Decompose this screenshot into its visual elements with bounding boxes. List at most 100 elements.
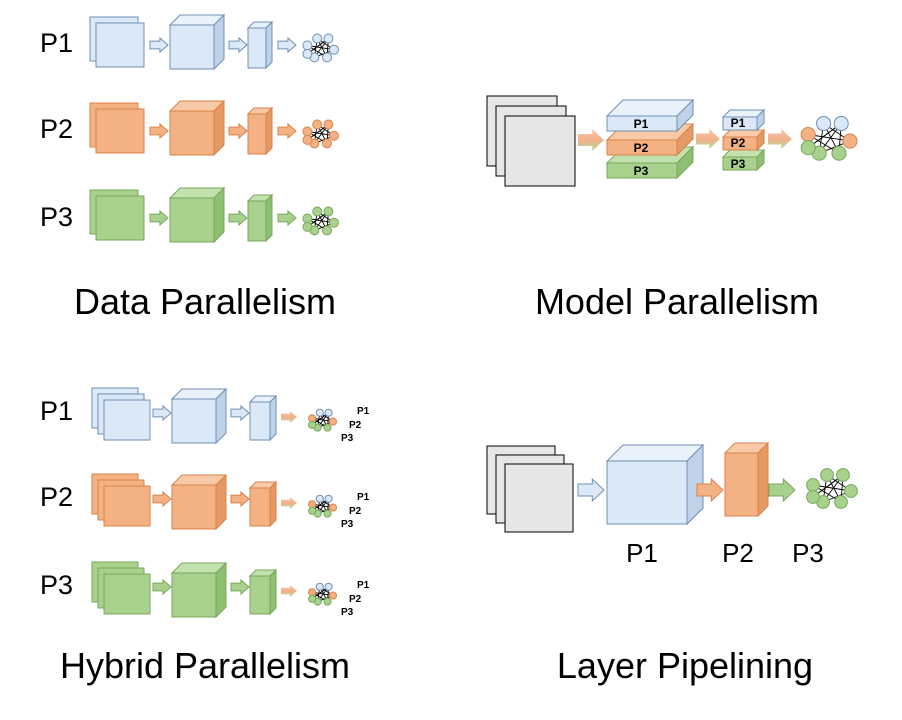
network-node (312, 119, 323, 130)
image-sheet (103, 399, 151, 441)
split-arrow (281, 497, 297, 509)
hybrid-row (91, 561, 338, 619)
hybrid-parallelism-title: Hybrid Parallelism (60, 645, 350, 686)
net-label: P1 (357, 492, 370, 503)
network-node (302, 126, 313, 137)
flow-arrow (577, 477, 605, 503)
network-node (322, 225, 332, 236)
image-sheet-front (95, 22, 145, 68)
model-layer-label-p2: P2 (634, 141, 649, 155)
flow-arrow (149, 122, 169, 140)
flow-arrow (149, 209, 169, 227)
network-node (322, 138, 332, 149)
network-node (842, 133, 858, 149)
data-row-label: P2 (40, 114, 73, 144)
fc-layer-box (248, 480, 278, 528)
net-label: P2 (349, 420, 362, 431)
data-row-label: P1 (40, 28, 73, 58)
flow-arrow (152, 578, 172, 596)
model-small-p1 (721, 108, 766, 132)
network-node (312, 33, 323, 44)
network-icon (302, 119, 339, 149)
network-node (308, 420, 317, 429)
network-node (302, 221, 313, 232)
net-label: P1 (357, 406, 370, 417)
fc-layer-box (246, 106, 274, 156)
hybrid-row (91, 473, 338, 531)
network-node (302, 213, 313, 224)
net-label: P2 (349, 506, 362, 517)
network-node (816, 115, 832, 132)
network-node (328, 503, 338, 512)
input-sheet (504, 463, 574, 533)
data-row (89, 99, 339, 157)
flow-arrow (149, 36, 169, 54)
image-sheet-front (95, 195, 145, 241)
network-icon (302, 33, 339, 63)
pipeline-network-icon (806, 468, 858, 509)
flow-arrow (277, 36, 297, 54)
network-node (323, 597, 332, 606)
net-label: P3 (341, 607, 354, 618)
model-parallelism-title: Model Parallelism (535, 281, 819, 322)
net-label: P1 (357, 580, 370, 591)
conv-layer-box (170, 473, 228, 531)
split-arrow (696, 129, 720, 149)
network-node (323, 423, 332, 432)
pipeline-stage-p2 (723, 441, 770, 518)
network-icon (302, 206, 339, 236)
net-label: P3 (341, 433, 354, 444)
fc-layer-box (248, 568, 278, 616)
split-arrow (768, 129, 792, 149)
image-sheet (103, 573, 151, 615)
flow-arrow (230, 404, 250, 422)
conv-layer-box (168, 186, 226, 244)
network-node (323, 206, 334, 217)
model-parallelism-panel: P1 P2 P3 P1 P2 P3 Model Parallelism (486, 95, 858, 322)
pipeline-stage-label-p2: P2 (722, 538, 754, 568)
image-sheet-front (95, 108, 145, 154)
network-node (833, 115, 849, 132)
conv-layer-box (170, 387, 228, 445)
network-node (806, 490, 820, 504)
network-node (324, 582, 333, 591)
model-network-icon (800, 115, 858, 161)
network-node (329, 130, 339, 141)
network-node (323, 509, 332, 518)
layer-pipelining-title: Layer Pipelining (557, 645, 813, 686)
flow-arrow (228, 122, 248, 140)
network-node (302, 40, 313, 51)
network-node (308, 506, 317, 515)
flow-arrow (696, 477, 724, 503)
hybrid-network-icon (308, 494, 338, 518)
network-node (312, 206, 323, 217)
model-small-label-p1: P1 (731, 116, 746, 130)
network-node (329, 217, 339, 228)
network-node (836, 468, 850, 482)
network-node (315, 582, 324, 591)
hybrid-network-icon (308, 582, 338, 606)
flow-arrow (768, 477, 796, 503)
flow-arrow (228, 209, 248, 227)
net-label: P2 (349, 594, 362, 605)
input-sheet (504, 115, 576, 187)
split-arrow (281, 411, 297, 423)
pipeline-stage-p1 (605, 443, 705, 526)
model-small-label-p2: P2 (731, 136, 746, 150)
net-label: P3 (341, 519, 354, 530)
pipeline-stage-label-p3: P3 (792, 538, 824, 568)
network-node (308, 594, 317, 603)
split-arrow (578, 129, 604, 151)
network-node (834, 495, 848, 509)
model-small-p2 (721, 128, 766, 152)
data-row (89, 13, 339, 71)
network-node (308, 500, 317, 509)
model-layer-p1 (605, 98, 695, 133)
network-node (831, 145, 847, 161)
flow-arrow (152, 404, 172, 422)
pipeline-stage-label-p1: P1 (626, 538, 658, 568)
network-node (329, 44, 339, 55)
fc-layer-box (246, 193, 274, 243)
model-small-p3 (721, 148, 766, 172)
